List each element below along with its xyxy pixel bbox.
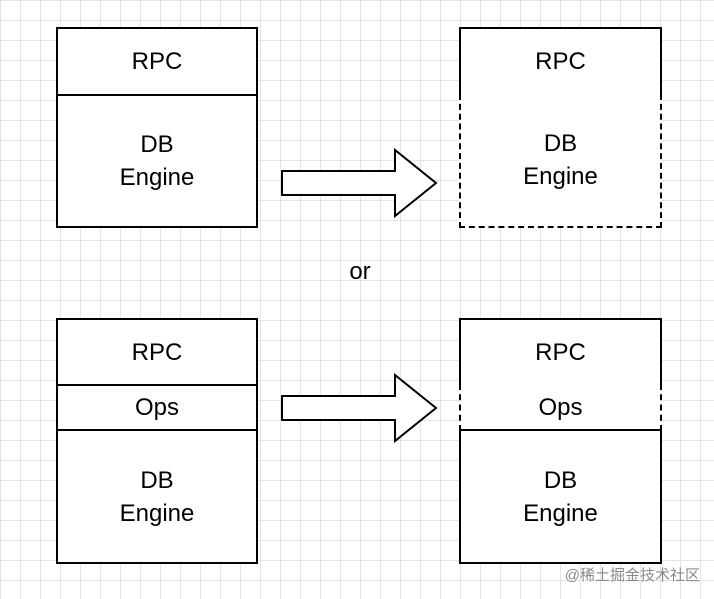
ops-layer: Ops (56, 384, 258, 431)
rpc-label: RPC (131, 338, 183, 366)
rpc-label: RPC (131, 48, 183, 75)
top-right-stack: RPC DB Engine (459, 27, 662, 228)
db-engine-layer-dashed: DB Engine (459, 94, 662, 228)
rpc-label: RPC (535, 338, 586, 366)
ops-layer-dashed: Ops (459, 384, 662, 431)
right-arrow-icon (281, 148, 438, 219)
db-engine-label: DB Engine (119, 466, 195, 527)
db-engine-label: DB Engine (523, 130, 598, 190)
rpc-layer: RPC (56, 27, 258, 96)
db-engine-layer: DB Engine (56, 94, 258, 228)
ops-label: Ops (134, 394, 179, 421)
bottom-right-stack: RPC Ops DB Engine (459, 318, 662, 564)
rpc-layer: RPC (459, 27, 662, 96)
db-engine-label: DB Engine (523, 466, 598, 527)
top-left-stack: RPC DB Engine (56, 27, 258, 228)
watermark: @稀土掘金技术社区 (564, 567, 700, 584)
right-arrow-icon (281, 373, 438, 444)
rpc-layer: RPC (56, 318, 258, 386)
bottom-left-stack: RPC Ops DB Engine (56, 318, 258, 564)
ops-label: Ops (538, 394, 583, 421)
db-engine-layer: DB Engine (56, 429, 258, 564)
rpc-layer: RPC (459, 318, 662, 386)
rpc-label: RPC (535, 48, 586, 75)
or-label: or (349, 258, 371, 285)
db-engine-layer: DB Engine (459, 429, 662, 564)
db-engine-label: DB Engine (119, 131, 195, 191)
